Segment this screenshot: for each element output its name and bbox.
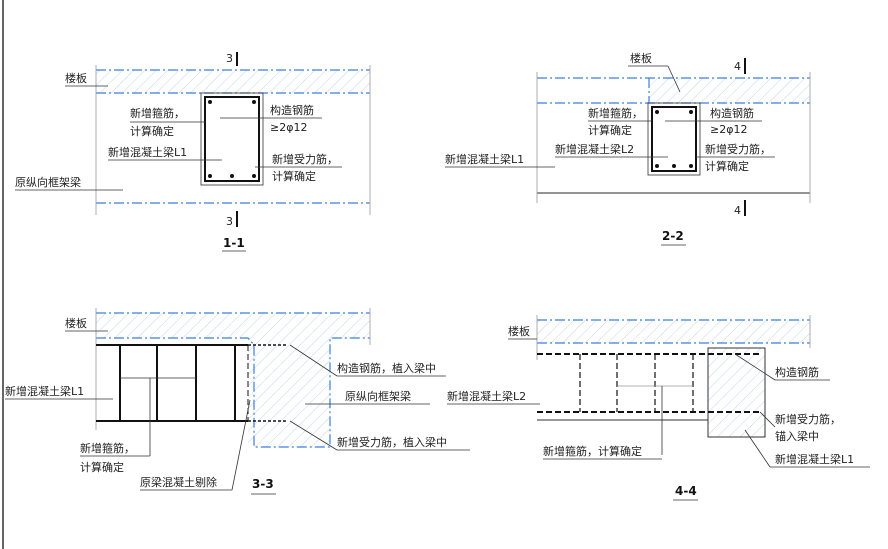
label-stirrup: 新增箍筋，计算确定 <box>543 444 642 458</box>
label-new-beam-l1: 新增混凝土梁L1 <box>775 452 854 466</box>
cut-mark-bottom: 3 <box>226 215 233 228</box>
section-title: 3-3 <box>252 477 274 491</box>
label-main-bar: 新增受力筋，植入梁中 <box>337 435 447 449</box>
label-main-bar: 新增受力筋， <box>775 412 841 426</box>
label-stirrup-2: 计算确定 <box>80 460 124 474</box>
section-title: 2-2 <box>662 229 684 243</box>
cut-mark-top: 4 <box>734 60 741 73</box>
slab-hatch <box>96 70 370 93</box>
label-stirrup-2: 计算确定 <box>130 124 174 138</box>
label-stirrup-2: 计算确定 <box>588 123 632 137</box>
label-new-beam-l2: 新增混凝土梁L2 <box>555 142 634 156</box>
cut-mark-top: 3 <box>226 52 233 65</box>
label-constr-bar: 构造钢筋 <box>270 103 314 117</box>
label-main-bar-2: 锚入梁中 <box>775 429 819 443</box>
label-slab: 楼板 <box>65 71 87 85</box>
label-stirrup: 新增箍筋， <box>80 441 135 455</box>
label-new-beam-l2: 新增混凝土梁L2 <box>447 389 526 403</box>
label-orig-beam: 原纵向框架梁 <box>15 175 81 189</box>
section-title: 1-1 <box>223 236 245 250</box>
label-slab: 楼板 <box>630 51 652 65</box>
label-slab: 楼板 <box>508 324 530 338</box>
label-constr-bar-2: ≥2φ12 <box>270 121 307 134</box>
stirrup <box>204 96 260 182</box>
label-constr-bar: 构造钢筋，植入梁中 <box>337 361 436 375</box>
label-new-beam-l1: 新增混凝土梁L1 <box>445 152 524 166</box>
label-main-bar: 新增受力筋， <box>705 142 771 156</box>
label-main-bar-2: 计算确定 <box>705 159 749 173</box>
cut-mark-bottom: 4 <box>734 204 741 217</box>
section-3-3: 楼板 新增混凝土梁L1 新增箍筋， 计算确定 原梁混凝土剔除 3-3 构造钢筋，… <box>5 308 470 495</box>
section-4-4: 楼板 新增混凝土梁L2 新增箍筋，计算确定 构造钢筋 新增受力筋， 锚入梁中 新… <box>447 315 870 501</box>
label-remove-concrete: 原梁混凝土剔除 <box>140 475 217 489</box>
label-orig-beam: 原纵向框架梁 <box>345 389 411 403</box>
label-main-bar: 新增受力筋， <box>272 152 338 166</box>
label-new-beam: 新增混凝土梁L1 <box>5 384 84 398</box>
section-2-2: 4 4 2-2 楼板 新增箍筋， 计算确定 新增混凝土梁L2 新增混凝土梁L1 … <box>445 51 811 246</box>
label-constr-bar-2: ≥2φ12 <box>710 123 747 136</box>
section-title: 4-4 <box>675 484 697 498</box>
section-1-1: 3 3 1-1 楼板 新增箍筋， 计算确定 新增混凝土梁L1 原纵向框架梁 构造… <box>15 52 371 252</box>
label-constr-bar: 构造钢筋 <box>710 106 754 120</box>
label-slab: 楼板 <box>65 316 87 330</box>
label-constr-bar: 构造钢筋 <box>775 365 819 379</box>
label-stirrup: 新增箍筋， <box>130 106 185 120</box>
label-main-bar-2: 计算确定 <box>272 169 316 183</box>
label-new-beam: 新增混凝土梁L1 <box>108 145 187 159</box>
label-stirrup: 新增箍筋， <box>588 106 643 120</box>
beam-outline <box>200 92 264 186</box>
